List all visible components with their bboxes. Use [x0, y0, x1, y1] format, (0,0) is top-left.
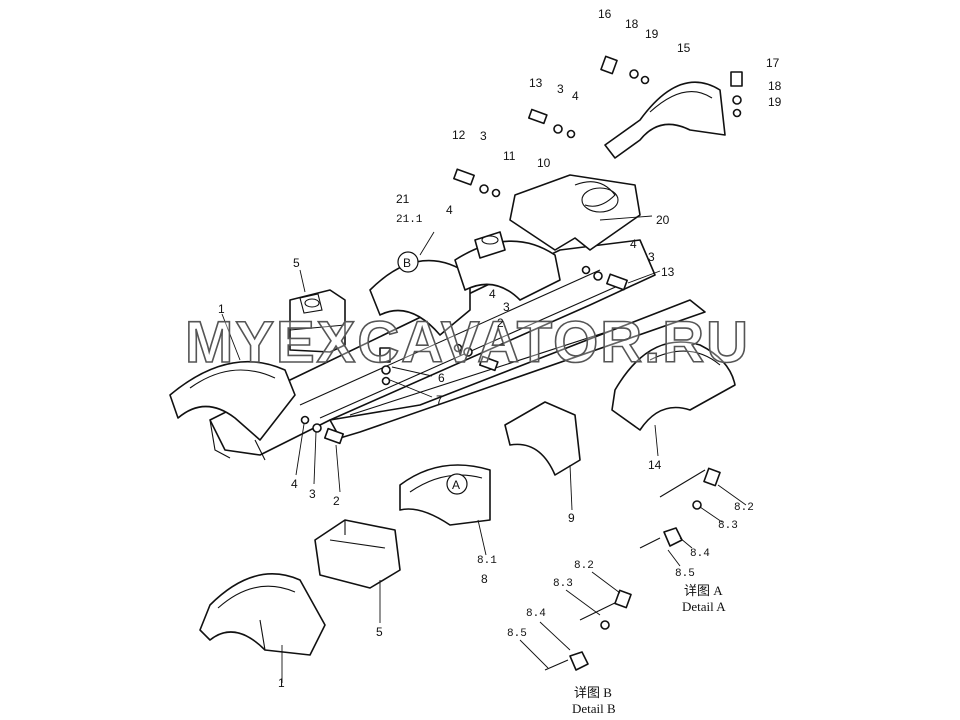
- callout-1-lower: 1: [278, 676, 285, 690]
- callout-7: 7: [436, 393, 443, 407]
- callout-13-b: 13: [661, 265, 675, 279]
- callout-9: 9: [568, 511, 575, 525]
- detail-a-item-4: 8.5: [675, 568, 695, 580]
- callout-4-d: 4: [489, 287, 496, 301]
- fasteners: [300, 55, 743, 445]
- detail-a-item-1: 8.2: [734, 502, 754, 514]
- callout-21: 21: [396, 192, 410, 206]
- upper-cover: [509, 174, 641, 251]
- cover-15: [604, 81, 726, 159]
- callout-11: 11: [503, 149, 516, 163]
- detail-b-title-en: Detail B: [572, 701, 616, 716]
- callout-5-top: 5: [293, 256, 300, 270]
- callout-4-b: 4: [572, 89, 579, 103]
- watermark-text: MYEXCAVATOR.RU: [185, 310, 750, 375]
- detail-b-marker: B: [403, 256, 411, 270]
- detail-b-labels: 8.2 8.3 8.4 8.5 详图 B Detail B: [507, 560, 616, 716]
- callout-6: 6: [438, 371, 445, 385]
- detail-a-item-3: 8.4: [690, 548, 710, 560]
- callout-17: 17: [766, 56, 780, 70]
- detail-b-title-cn: 详图 B: [574, 685, 612, 700]
- callout-19-b: 19: [768, 95, 782, 109]
- callout-8-1: 8.1: [477, 555, 497, 567]
- callout-10: 10: [537, 156, 551, 170]
- detail-a-labels: 8.2 8.3 8.4 8.5 详图 A Detail A: [675, 502, 754, 614]
- bracket-top: [289, 289, 346, 353]
- callout-12: 12: [452, 128, 466, 142]
- detail-b-item-3: 8.4: [526, 608, 546, 620]
- detail-b-item-4: 8.5: [507, 628, 527, 640]
- callout-3-c: 3: [648, 250, 655, 264]
- detail-a-marker-circle: [446, 473, 468, 495]
- callout-2b: 2: [497, 316, 504, 330]
- callout-5-lower: 5: [376, 625, 383, 639]
- detail-a-title-cn: 详图 A: [684, 583, 723, 598]
- detail-b-marker-circle: [397, 251, 419, 273]
- callout-15: 15: [677, 41, 691, 55]
- bracket-lower: [314, 519, 401, 589]
- cover-21-on-frame: [369, 231, 561, 336]
- cover-1-lower: [199, 573, 326, 656]
- callout-3-b: 3: [557, 82, 564, 96]
- callout-4-c: 4: [630, 237, 637, 251]
- callout-2: 2: [333, 494, 340, 508]
- leader-lines: [221, 215, 747, 683]
- callout-4-a: 4: [446, 203, 453, 217]
- callout-20: 20: [656, 213, 670, 227]
- callout-3-e: 3: [309, 487, 316, 501]
- callout-1-main: 1: [218, 302, 225, 316]
- callout-18-a: 18: [625, 17, 639, 31]
- callout-19-a: 19: [645, 27, 659, 41]
- cover-9: [504, 401, 581, 476]
- detail-b-graphic: [544, 589, 632, 671]
- callout-8: 8: [481, 572, 488, 586]
- detail-a-graphic: [639, 467, 721, 549]
- detail-a-item-2: 8.3: [718, 520, 738, 532]
- callout-3-d: 3: [503, 300, 510, 314]
- detail-a-marker: A: [452, 478, 460, 492]
- detail-b-item-1: 8.2: [574, 560, 594, 572]
- cover-14: [611, 341, 736, 431]
- front-cover-on-frame: [169, 360, 296, 441]
- callout-labels: 1 1 2 2 3 3 3 3 3 4 4 4 4 4 5 5 6 7 8 8.…: [218, 7, 782, 690]
- callout-13-a: 13: [529, 76, 543, 90]
- callout-16: 16: [598, 7, 612, 21]
- callout-14: 14: [648, 458, 662, 472]
- detail-b-item-2: 8.3: [553, 578, 573, 590]
- cover-8: [399, 464, 491, 526]
- detail-a-title-en: Detail A: [682, 599, 726, 614]
- callout-4-e: 4: [291, 477, 298, 491]
- callout-21-1: 21.1: [396, 214, 423, 226]
- callout-18-b: 18: [768, 79, 782, 93]
- callout-3-a: 3: [480, 129, 487, 143]
